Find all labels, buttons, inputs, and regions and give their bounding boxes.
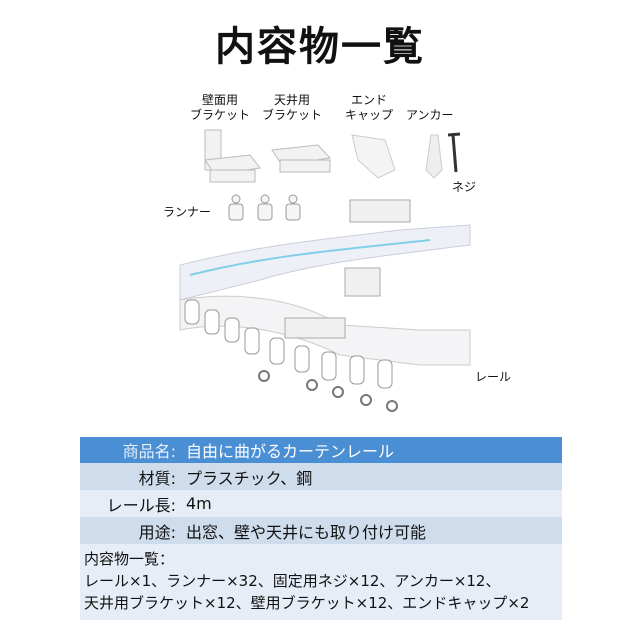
anchor-image	[425, 134, 443, 179]
page-title: 内容物一覧	[215, 24, 425, 70]
spec-row-use: 用途: 出窓、壁や天井にも取り付け可能	[80, 517, 562, 544]
spec-label: 用途:	[138, 522, 176, 542]
spec-value: 4m	[186, 494, 212, 513]
end-cap-image	[351, 134, 396, 179]
wall-bracket-image	[204, 129, 261, 183]
spec-label: レール長:	[106, 495, 176, 515]
contents-line: レール×1、ランナー×32、固定用ネジ×12、アンカー×12、	[84, 572, 501, 590]
spec-row-material: 材質: プラスチック、鋼	[80, 463, 562, 490]
screw-label: ネジ	[452, 180, 477, 194]
contents-block: 内容物一覧： レール×1、ランナー×32、固定用ネジ×12、アンカー×12、 天…	[80, 544, 562, 620]
rail-image	[179, 199, 471, 412]
end-cap-label: エンド キャップ	[345, 93, 394, 122]
spec-row-length: レール長: 4m	[80, 490, 562, 517]
runner-label: ランナー	[163, 205, 212, 219]
product-illustration	[179, 129, 471, 412]
contents-heading: 内容物一覧：	[84, 550, 175, 568]
spec-value: プラスチック、鋼	[186, 468, 313, 488]
ceiling-bracket-image	[271, 144, 332, 173]
contents-line: 天井用ブラケット×12、壁用ブラケット×12、エンドキャップ×2	[84, 594, 530, 612]
runner-images	[228, 194, 301, 221]
screw-icon	[447, 132, 461, 173]
spec-row-name: 商品名: 自由に曲がるカーテンレール	[80, 437, 562, 463]
spec-table: 商品名: 自由に曲がるカーテンレール 材質: プラスチック、鋼 レール長: 4m…	[80, 437, 562, 620]
spec-value: 出窓、壁や天井にも取り付け可能	[186, 522, 427, 542]
wall-bracket-label: 壁面用 ブラケット	[190, 93, 251, 122]
spec-label: 商品名:	[122, 442, 176, 461]
spec-label: 材質:	[138, 468, 176, 488]
spec-value: 自由に曲がるカーテンレール	[186, 442, 395, 461]
ceiling-bracket-label: 天井用 ブラケット	[262, 93, 323, 122]
rail-label: レール	[475, 370, 512, 384]
anchor-label: アンカー	[406, 108, 454, 122]
